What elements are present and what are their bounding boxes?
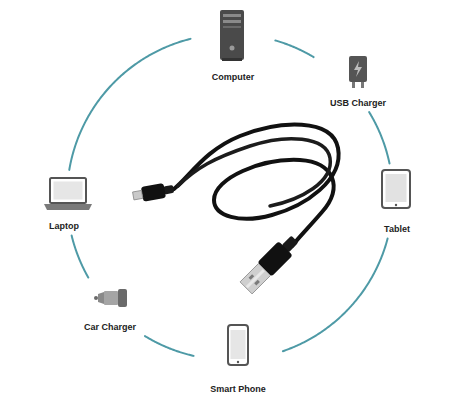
device-label: Computer	[212, 72, 255, 82]
device-label: Car Charger	[84, 322, 136, 332]
device-node: USB Charger	[318, 50, 398, 108]
tablet-icon	[382, 170, 410, 208]
device-node: Car Charger	[72, 282, 148, 332]
device-node: Laptop	[24, 175, 104, 231]
device-label: Smart Phone	[210, 384, 266, 394]
device-node: Computer	[195, 8, 271, 82]
smartphone-icon	[228, 325, 248, 365]
device-node: Tablet	[366, 168, 428, 234]
ring-connector	[283, 239, 388, 352]
ring-connector	[72, 236, 89, 278]
ring-connector	[275, 40, 313, 57]
device-label: Laptop	[49, 221, 79, 231]
usb-cable	[132, 125, 339, 295]
micro-usb-plug	[132, 181, 175, 203]
device-label: Tablet	[384, 224, 410, 234]
ring-connector	[69, 39, 190, 170]
ring-connector	[369, 112, 389, 163]
ring-connector	[145, 336, 194, 356]
laptop-icon	[44, 178, 92, 210]
usb-a-plug	[239, 232, 302, 295]
device-label: USB Charger	[330, 98, 386, 108]
car-charger-icon	[94, 289, 127, 307]
device-node: Smart Phone	[198, 322, 278, 394]
computer-icon	[220, 10, 244, 61]
usb-charger-icon	[349, 56, 367, 88]
